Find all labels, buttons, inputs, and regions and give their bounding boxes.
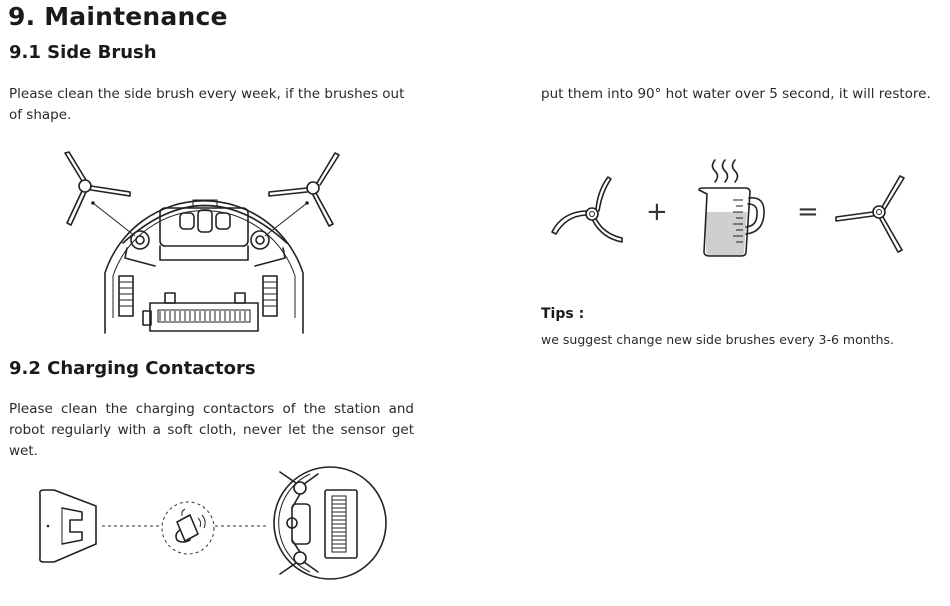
charging-heading: 9.2 Charging Contactors xyxy=(9,358,256,379)
charging-station-icon xyxy=(39,489,97,563)
hot-water-jug-icon xyxy=(698,159,765,257)
bent-brush-icon xyxy=(551,176,623,243)
restore-instruction: put them into 90° hot water over 5 secon… xyxy=(541,86,931,102)
restored-brush-icon xyxy=(835,175,905,253)
equals-sign: = xyxy=(797,197,819,227)
plus-sign: + xyxy=(646,197,668,227)
side-brush-paragraph: Please clean the side brush every week, … xyxy=(9,86,405,123)
robot-underside-illustration xyxy=(64,151,340,334)
soft-cloth-icon xyxy=(161,501,215,555)
tips-text: we suggest change new side brushes every… xyxy=(541,332,894,347)
tips-title: Tips : xyxy=(541,306,585,322)
section-title: 9. Maintenance xyxy=(8,2,228,31)
connector-line xyxy=(102,525,268,527)
robot-contacts-illustration xyxy=(273,466,387,580)
charging-paragraph: Please clean the charging contactors of … xyxy=(9,401,414,459)
side-brush-heading: 9.1 Side Brush xyxy=(9,42,157,63)
